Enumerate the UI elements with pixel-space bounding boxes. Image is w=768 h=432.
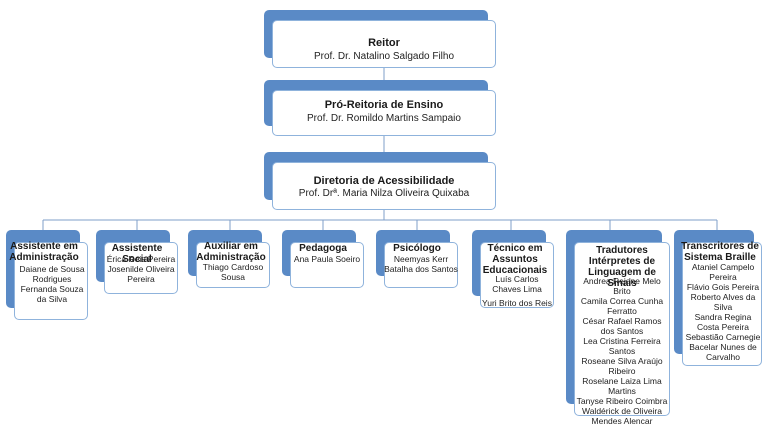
unit-person: Batalha dos Santos	[384, 264, 458, 274]
unit-person: Camila Correa Cunha Ferratto	[580, 296, 664, 316]
unit-transcritores-braille: Transcritores de Sistema Braille Ataniel…	[674, 230, 762, 366]
unit-person: Roseane Silva Araújo Ribeiro	[581, 356, 663, 376]
unit-person: Érica Reis Pereira	[106, 254, 176, 264]
unit-person: Flávio Gois Pereira	[686, 282, 760, 292]
unit-assistente-administracao: Assistente em Administração Daiane de So…	[6, 230, 88, 320]
unit-person: Andrea Rejane Melo Brito	[583, 276, 661, 296]
unit-person: Roselane Laiza Lima Martins	[582, 376, 662, 396]
unit-person: César Rafael Ramos dos Santos	[582, 316, 662, 336]
unit-title: Transcritores de Sistema Braille	[681, 241, 759, 263]
node-person: Prof. Dr. Romildo Martins Sampaio	[307, 113, 461, 124]
unit-title: Assistente em Administração	[9, 241, 79, 263]
unit-title: Pedagoga	[299, 243, 347, 254]
unit-assistente-social: Assistente Social Érica Reis Pereira Jos…	[96, 230, 178, 294]
node-title: Diretoria de Acessibilidade	[313, 175, 455, 187]
node-person: Prof. Dr. Natalino Salgado Filho	[313, 51, 455, 62]
unit-auxiliar-administracao: Auxiliar em Administração Thiago Cardoso…	[188, 230, 270, 288]
unit-psicologo: Psicólogo Neemyas Kerr Batalha dos Santo…	[376, 230, 458, 288]
unit-title: Assistente Social	[111, 243, 163, 265]
unit-title: Psicólogo	[393, 243, 441, 254]
reitor-node: Reitor Prof. Dr. Natalino Salgado Filho	[264, 10, 496, 68]
unit-person: Josenilde Oliveira Pereira	[107, 264, 175, 284]
unit-person: Neemyas Kerr	[393, 254, 449, 264]
node-title: Pró-Reitoria de Ensino	[324, 99, 444, 111]
unit-person: Waldérick de Oliveira	[582, 406, 662, 416]
unit-person: Thiago Cardoso Sousa	[202, 262, 264, 282]
unit-person: Daiane de Sousa Rodrigues	[19, 264, 85, 284]
node-title: Reitor	[368, 37, 400, 49]
unit-person: Roberto Alves da Silva	[690, 292, 756, 312]
unit-title: Técnico em Assuntos Educacionais	[482, 243, 548, 276]
unit-person: Ana Paula Soeiro	[293, 254, 361, 264]
unit-person: Tanyse Ribeiro Coimbra	[576, 396, 668, 406]
unit-person: Sandra Regina Costa Pereira	[694, 312, 752, 332]
pro-reitoria-node: Pró-Reitoria de Ensino Prof. Dr. Romildo…	[264, 80, 496, 136]
unit-tecnico-assuntos-educacionais: Técnico em Assuntos Educacionais Luís Ca…	[472, 230, 554, 308]
unit-person: Sebastião Carnegie	[685, 332, 761, 342]
unit-person: Luís Carlos Chaves Lima	[492, 274, 542, 294]
unit-title: Tradutores Intérpretes de Linguagem de S…	[588, 245, 656, 289]
diretoria-node: Diretoria de Acessibilidade Prof. Drª. M…	[264, 152, 496, 210]
unit-title: Auxiliar em Administração	[196, 241, 266, 263]
unit-person: Bacelar Nunes de Carvalho	[689, 342, 757, 362]
unit-pedagoga: Pedagoga Ana Paula Soeiro	[282, 230, 364, 288]
node-person: Prof. Drª. Maria Nilza Oliveira Quixaba	[298, 188, 470, 199]
unit-person: Ataniel Campelo Pereira	[691, 262, 755, 282]
unit-person: Mendes Alencar	[591, 416, 653, 426]
unit-person: Lea Cristina Ferreira Santos	[583, 336, 661, 356]
unit-person: Fernanda Souza da Silva	[20, 284, 84, 304]
unit-person: Yuri Brito dos Reis	[482, 298, 552, 308]
unit-tradutores-interpretes: Tradutores Intérpretes de Linguagem de S…	[566, 230, 670, 426]
